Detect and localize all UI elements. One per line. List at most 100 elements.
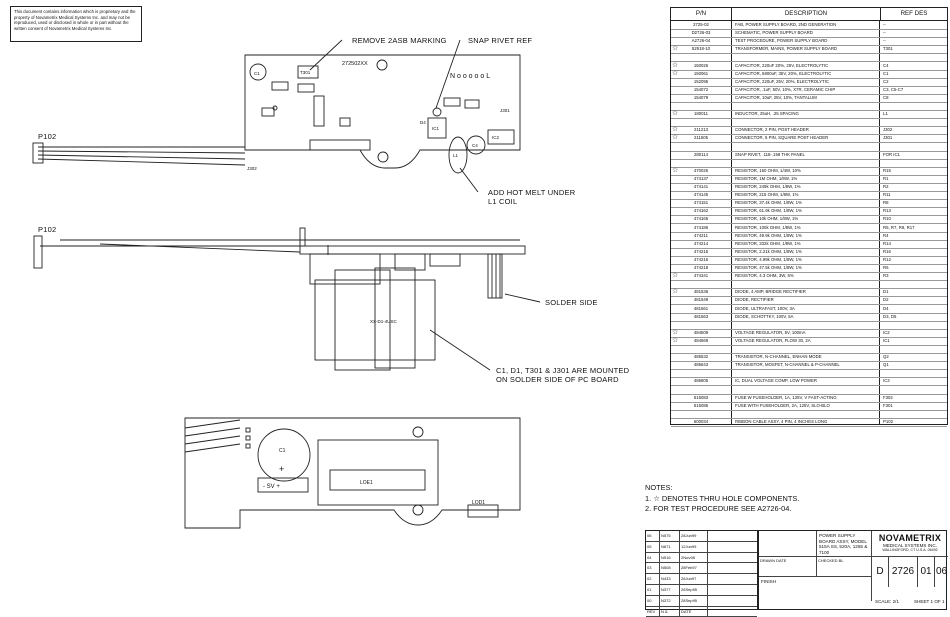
- bom-pn: 470026: [693, 167, 709, 173]
- bom-description: RESISTOR, 49.9k OHM, 1/8W, 1%: [735, 232, 802, 238]
- bom-row: 485643 TRANSISTOR, MOSFET, N-CHANNEL & P-…: [671, 360, 947, 371]
- bom-ref-des: C3, C5-C7: [883, 86, 904, 92]
- company-block: NOVAMETRIX MEDICAL SYSTEMS INC. WALLINGF…: [872, 531, 948, 557]
- bom-pn: 211505: [693, 135, 709, 141]
- label-ic1: IC1: [432, 126, 440, 131]
- thru-hole-star-icon: ☆: [672, 336, 679, 344]
- bom-ref-des: R5, R7, R9, R17: [883, 224, 915, 230]
- bom-pn: 474218: [693, 265, 709, 270]
- bom-description: TRANSFORMER, MAINS, POWER SUPPLY BOARD: [735, 46, 838, 52]
- bom-pn: 474165: [693, 216, 709, 222]
- bom-description: RESISTOR, 47.5k OHM, 1/8W, 1%: [735, 265, 802, 270]
- bom-description: RESISTOR, 2.21k OHM, 1/8W, 1%: [735, 248, 802, 254]
- bom-pn: 515083: [693, 394, 709, 400]
- label-ic2: IC2: [492, 135, 500, 140]
- bom-row: [671, 409, 947, 419]
- bom-description: FAB, POWER SUPPLY BOARD, 2ND GENERATION: [735, 22, 837, 27]
- bom-ref-des: R4: [883, 232, 889, 238]
- bom-description: IC, DUAL VOLTAGE COMP, LOW POWER: [735, 378, 817, 384]
- revision-footer-rev: REV: [646, 606, 660, 617]
- revision-ecn: N508: [660, 563, 680, 574]
- revision-rev: 03: [646, 563, 660, 574]
- callout-p102-side: P102: [38, 225, 57, 234]
- bom-description: TRANSISTOR, N-CHANNEL, ENHAN MODE: [735, 354, 822, 360]
- bom-row: [671, 101, 947, 111]
- bom-description: RESISTOR, 332k OHM, 1/8W, 1%: [735, 240, 801, 246]
- assembly-drawing: 272502XX N o o o o o L C1 T301 IC1 D4 L1…: [32, 39, 541, 529]
- bom-ref-des: R8: [883, 200, 889, 206]
- sheet-size: D: [872, 557, 889, 587]
- bom-description: CAPACITOR, .1uF, 50V, 10%, X7R, CERAMIC …: [735, 86, 836, 92]
- bom-row: [671, 52, 947, 63]
- bom-header-ref: REF DES: [900, 10, 928, 17]
- bom-description: SNAP RIVET, .118-.158 THK PANEL: [735, 151, 805, 157]
- bom-pn: 481563: [693, 313, 709, 319]
- bom-ref-des: D2: [883, 297, 889, 303]
- callout-snap-rivet: SNAP RIVET REF: [468, 36, 533, 45]
- bom-description: CONNECTOR, 2 PIN, POST HEADER: [735, 127, 809, 133]
- bom-pn: 485643: [693, 362, 709, 368]
- revision-date: 28Feb97: [680, 563, 708, 574]
- bom-description: CAPACITOR, 6800uF, 35V, 20%, ELECTROLYTI…: [735, 70, 832, 76]
- label-j302: J302: [247, 166, 257, 171]
- thru-hole-star-icon: ☆: [672, 134, 679, 142]
- bom-ref-des: C4: [883, 62, 889, 68]
- bom-ref-des: C8: [883, 94, 889, 100]
- revision-rev: 05: [646, 541, 660, 552]
- bom-description: TEST PROCEDURE, POWER SUPPLY BOARD: [735, 38, 828, 44]
- bom-pn: 485532: [693, 354, 709, 360]
- bom-pn: 484569: [693, 337, 709, 343]
- bom-description: VOLTAGE REGULATOR, 5V, 100mA: [735, 329, 806, 335]
- drawing-number-block: D 2726 01 06: [872, 557, 948, 587]
- bom-description: SCHEMATIC, POWER SUPPLY BOARD: [735, 30, 813, 36]
- bom-pn: 154079: [693, 94, 709, 100]
- company-address: WALLINGFORD, CT U.S.A. 06492: [882, 548, 938, 552]
- bom-description: RESISTOR, 61.9k OHM, 1/8W, 1%: [735, 208, 802, 214]
- bom-description: CAPACITOR, 220uF, 25V, 20%, ELECTROLYTIC: [735, 78, 829, 84]
- company-name: NOVAMETRIX: [878, 533, 942, 543]
- bom-header: P/N DESCRIPTION REF DES: [671, 8, 947, 21]
- revision-rev: 01: [646, 584, 660, 595]
- bom-pn: 180011: [693, 111, 709, 117]
- label-t301: T301: [300, 70, 311, 75]
- bom-description: RESISTOR, 215 OHM, 1/8W, 1%: [735, 192, 799, 198]
- bom-description: FUSE WITH FUSEHOLDER, 2A, 125V, SLO-BLO: [735, 402, 830, 408]
- board-nameplate: N o o o o o L: [450, 73, 490, 80]
- scale-field: SCALE: 2/1: [875, 599, 900, 604]
- bom-row: [671, 385, 947, 395]
- bom-ref-des: T301: [883, 46, 893, 52]
- finish-field: FINISH: [759, 577, 872, 601]
- bom-description: TRANSISTOR, MOSFET, N-CHANNEL & P-CHANNE…: [735, 362, 840, 368]
- bom-pn: 154072: [693, 86, 709, 92]
- bom-row: [671, 117, 947, 128]
- revision-ecn: N433: [660, 574, 680, 584]
- bom-description: RIBBON CABLE ASSY, 4 PIN, 4 INCHES LONG: [735, 418, 828, 424]
- bom-pn: 474215: [693, 248, 709, 254]
- thru-hole-star-icon: ☆: [672, 272, 679, 280]
- bom-pn: 211213: [693, 127, 709, 133]
- bom-ref-des: D4: [883, 305, 889, 311]
- bom-ref-des: R1: [883, 175, 889, 181]
- note-2: 2. FOR TEST PROCEDURE SEE A2726-04.: [645, 504, 792, 513]
- bom-description: VOLTAGE REGULATOR, FLOW 30, 2A: [735, 337, 811, 343]
- bom-pn: 474145: [693, 192, 709, 198]
- label-j301: J301: [500, 108, 510, 113]
- bom-pn: 474216: [693, 256, 709, 262]
- thru-hole-star-icon: ☆: [672, 126, 679, 134]
